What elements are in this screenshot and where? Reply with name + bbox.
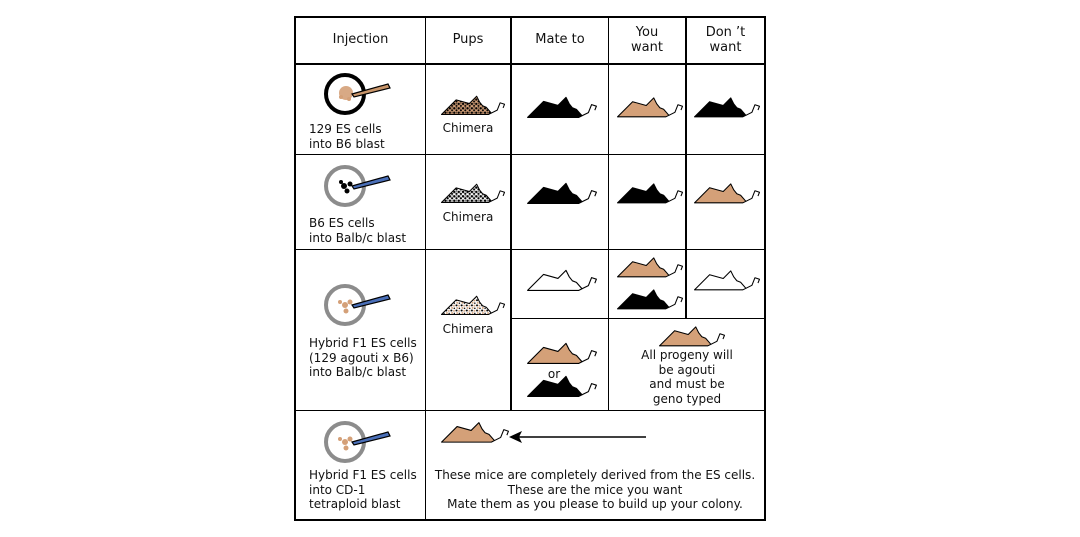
pipette-icon bbox=[351, 83, 391, 98]
header-injection: Injection bbox=[332, 32, 389, 47]
row2-injection-label: B6 ES cells into Balb/c blast bbox=[309, 216, 407, 245]
col-rule-4 bbox=[685, 16, 687, 319]
petri-dish-icon bbox=[324, 73, 391, 115]
agouti-mouse-icon bbox=[440, 420, 510, 444]
or-label: or bbox=[547, 367, 561, 381]
black-mouse-icon bbox=[616, 287, 684, 311]
table-border-top bbox=[294, 16, 766, 18]
row3-injection-label: Hybrid F1 ES cells (129 agouti x B6) int… bbox=[309, 336, 417, 379]
header-dont-want: Don ’t want bbox=[705, 25, 746, 55]
black-mouse-icon bbox=[693, 95, 761, 119]
agouti-mouse-icon bbox=[616, 95, 684, 119]
colony-statement: These mice are completely derived from t… bbox=[434, 468, 756, 511]
table-border-left bbox=[294, 16, 296, 521]
header-rule bbox=[294, 63, 766, 65]
row4-injection-label: Hybrid F1 ES cells into CD-1 tetraploid … bbox=[309, 468, 417, 511]
header-mate-to: Mate to bbox=[535, 32, 585, 47]
chimera-mouse-icon bbox=[440, 182, 506, 204]
agouti-mouse-icon bbox=[693, 181, 761, 205]
black-mouse-icon bbox=[526, 95, 598, 119]
white-mouse-icon bbox=[526, 268, 598, 292]
row1-injection-label: 129 ES cells into B6 blast bbox=[309, 122, 385, 151]
col-rule-3 bbox=[608, 16, 609, 411]
petri-dish-icon bbox=[324, 421, 391, 463]
table-border-bottom bbox=[294, 519, 766, 521]
row-rule-3a bbox=[510, 318, 766, 319]
row-rule-4 bbox=[294, 410, 766, 411]
pipette-icon bbox=[351, 431, 391, 446]
row-rule-2 bbox=[294, 249, 766, 250]
black-mouse-icon bbox=[526, 374, 598, 398]
agouti-mouse-icon bbox=[526, 341, 598, 365]
black-mouse-icon bbox=[616, 181, 684, 205]
col-rule-1 bbox=[425, 16, 426, 521]
pipette-icon bbox=[351, 175, 391, 190]
pipette-icon bbox=[351, 294, 391, 309]
chimera-mouse-icon bbox=[440, 294, 506, 316]
progeny-note: All progeny will be agouti and must be g… bbox=[641, 348, 733, 406]
black-mouse-icon bbox=[526, 181, 598, 205]
header-you-want: You want bbox=[631, 25, 663, 55]
row2-pup-label: Chimera bbox=[442, 210, 494, 224]
petri-dish-icon bbox=[324, 284, 391, 326]
chimera-mouse-icon bbox=[440, 94, 506, 116]
row3-pup-label: Chimera bbox=[442, 322, 494, 336]
white-mouse-icon bbox=[693, 268, 761, 292]
table-border-right bbox=[764, 16, 766, 521]
header-pups: Pups bbox=[452, 32, 484, 47]
row1-pup-label: Chimera bbox=[442, 121, 494, 135]
col-rule-2 bbox=[510, 16, 512, 411]
agouti-mouse-icon bbox=[616, 255, 684, 279]
row-rule-1 bbox=[294, 154, 766, 155]
petri-dish-icon bbox=[324, 165, 391, 207]
agouti-mouse-icon bbox=[658, 324, 726, 348]
arrow-left-icon bbox=[509, 431, 646, 443]
